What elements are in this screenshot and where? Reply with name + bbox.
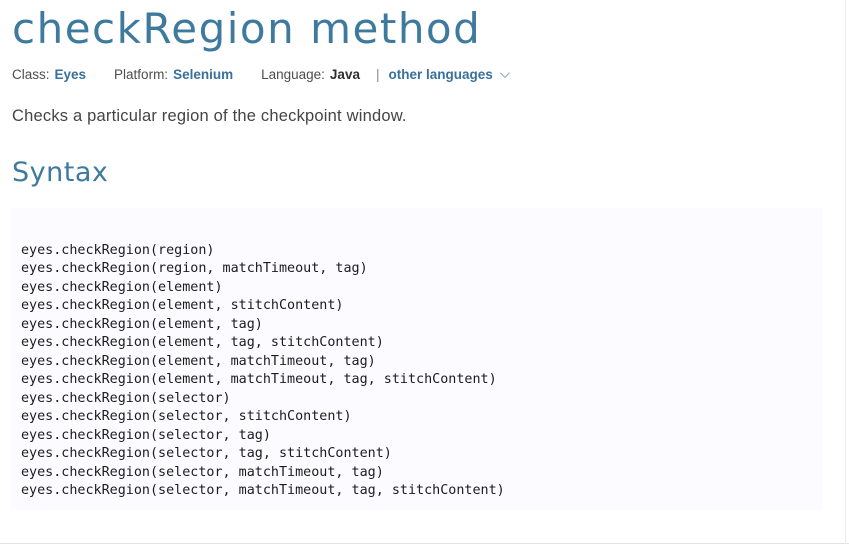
- method-description: Checks a particular region of the checkp…: [12, 106, 407, 125]
- code-line: eyes.checkRegion(region, matchTimeout, t…: [21, 261, 368, 277]
- code-line: eyes.checkRegion(selector): [21, 390, 231, 406]
- code-line: eyes.checkRegion(element): [21, 279, 223, 295]
- platform-value-link[interactable]: Selenium: [173, 66, 234, 82]
- method-metadata-bar: Class: Eyes Platform: Selenium Language:…: [12, 66, 835, 83]
- code-line: eyes.checkRegion(element, stitchContent): [21, 298, 344, 314]
- class-value-link[interactable]: Eyes: [54, 66, 87, 82]
- syntax-heading: Syntax: [12, 156, 109, 188]
- language-label: Language:: [261, 66, 325, 82]
- class-label: Class:: [12, 66, 50, 82]
- code-line: eyes.checkRegion(selector, tag): [21, 427, 271, 443]
- other-languages-label: other languages: [388, 66, 493, 82]
- code-line: eyes.checkRegion(element, matchTimeout, …: [21, 353, 376, 369]
- code-line: eyes.checkRegion(selector, matchTimeout,…: [21, 464, 384, 480]
- code-line: eyes.checkRegion(element, tag): [21, 316, 263, 332]
- code-line: eyes.checkRegion(selector, tag, stitchCo…: [21, 446, 392, 462]
- platform-label: Platform:: [114, 66, 169, 82]
- code-line: eyes.checkRegion(region): [21, 242, 215, 258]
- code-line: eyes.checkRegion(element, matchTimeout, …: [21, 372, 497, 388]
- code-line: eyes.checkRegion(selector, stitchContent…: [21, 409, 352, 425]
- meta-separator: |: [375, 66, 380, 82]
- page-title: checkRegion method: [12, 4, 482, 53]
- page-right-divider: [845, 0, 846, 544]
- other-languages-dropdown[interactable]: other languages: [388, 66, 510, 82]
- language-value: Java: [329, 66, 360, 82]
- syntax-code-block: eyes.checkRegion(region) eyes.checkRegio…: [11, 207, 823, 510]
- chevron-down-icon: [499, 67, 510, 78]
- code-line: eyes.checkRegion(selector, matchTimeout,…: [21, 483, 505, 499]
- code-line: eyes.checkRegion(element, tag, stitchCon…: [21, 335, 384, 351]
